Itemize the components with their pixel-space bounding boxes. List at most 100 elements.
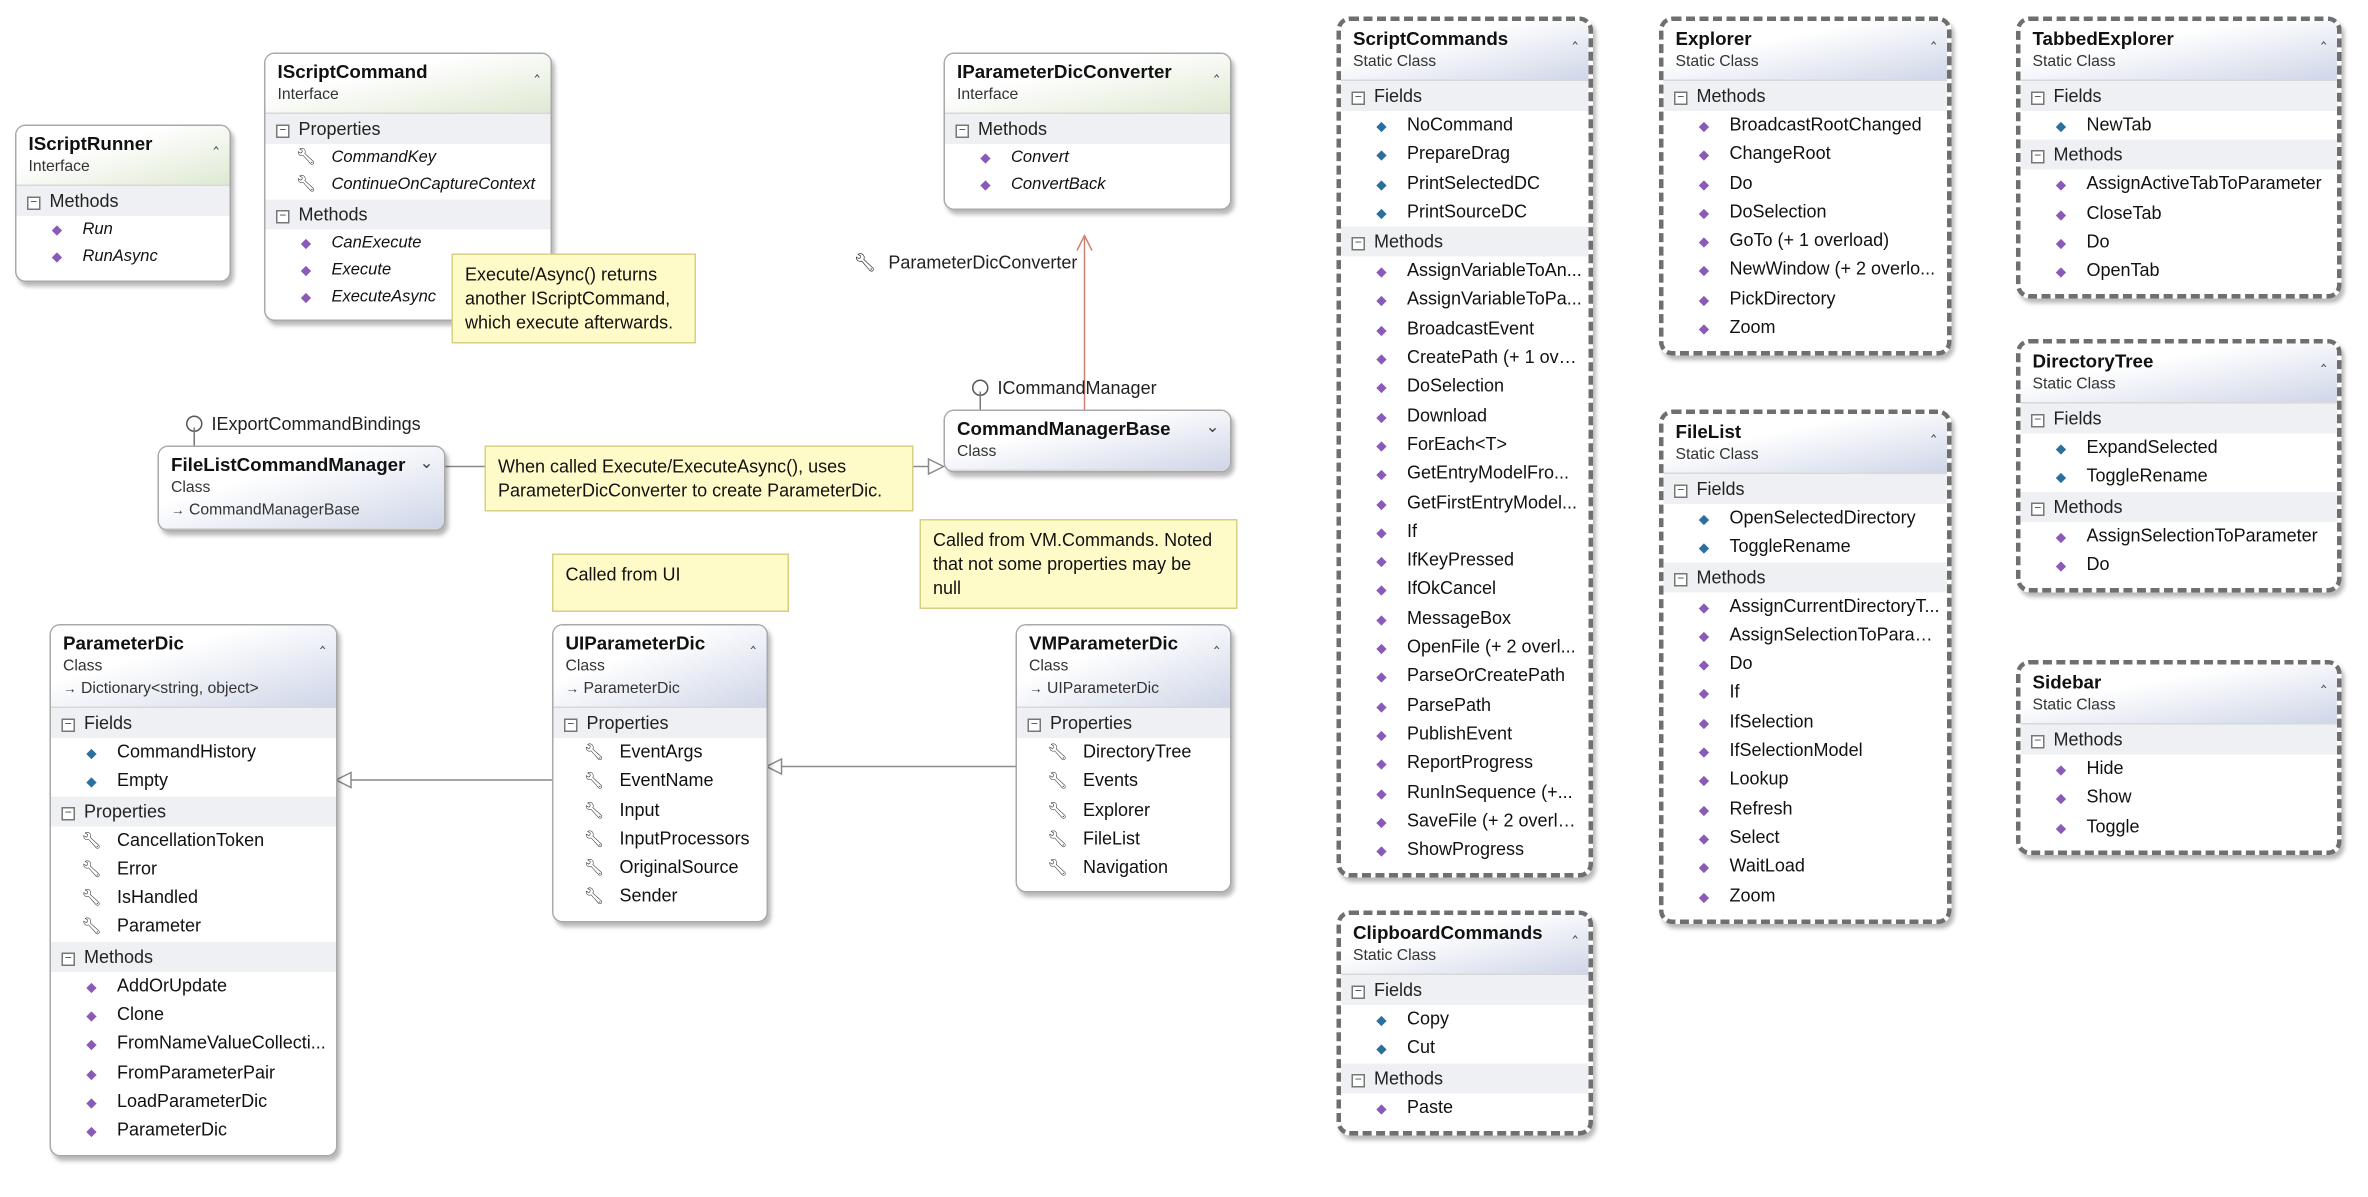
collapse-chevron-icon[interactable]: ‸ (2320, 27, 2327, 45)
member-row[interactable]: ◆Select (1664, 823, 1948, 852)
section-header-methods[interactable]: −Methods (51, 941, 336, 972)
section-header-fields[interactable]: −Fields (1341, 975, 1589, 1005)
collapse-chevron-icon[interactable]: ‸ (1572, 921, 1578, 939)
collapse-toggle-icon[interactable]: − (2031, 413, 2045, 428)
collapse-toggle-icon[interactable]: − (276, 124, 290, 138)
section-header-methods[interactable]: −Methods (1341, 1062, 1589, 1093)
member-row[interactable]: 🔧︎Explorer (1017, 796, 1230, 825)
member-row[interactable]: ◆GetFirstEntryModel... (1341, 488, 1589, 517)
collapse-toggle-icon[interactable]: − (27, 196, 41, 210)
collapse-chevron-icon[interactable]: ‸ (213, 132, 219, 150)
member-row[interactable]: ◆GetEntryModelFro... (1341, 459, 1589, 488)
member-row[interactable]: 🔧︎FileList (1017, 825, 1230, 854)
member-row[interactable]: ◆PrintSelectedDC (1341, 169, 1589, 198)
member-row[interactable]: ◆CloseTab (2021, 199, 2338, 228)
member-row[interactable]: 🔧︎Navigation (1017, 854, 1230, 892)
member-row[interactable]: ◆IfSelection (1664, 708, 1948, 737)
member-row[interactable]: ◆NewWindow (+ 2 overlo... (1664, 256, 1948, 285)
section-header-methods[interactable]: −Methods (945, 114, 1230, 144)
member-row[interactable]: ◆Empty (51, 767, 336, 796)
member-row[interactable]: ◆OpenFile (+ 2 overl... (1341, 633, 1589, 662)
collapse-chevron-icon[interactable]: ‸ (1213, 60, 1220, 78)
member-row[interactable]: 🔧︎OriginalSource (554, 854, 767, 883)
collapse-toggle-icon[interactable]: − (2031, 734, 2045, 749)
member-row[interactable]: ◆Download (1341, 402, 1589, 431)
collapse-toggle-icon[interactable]: − (1674, 484, 1688, 498)
member-row[interactable]: ◆DoSelection (1341, 373, 1589, 402)
collapse-chevron-icon[interactable]: ‸ (1213, 631, 1220, 650)
member-row[interactable]: 🔧︎CancellationToken (51, 826, 336, 855)
member-row[interactable]: 🔧︎Events (1017, 767, 1230, 796)
member-row[interactable]: ◆If (1341, 517, 1589, 546)
member-row[interactable]: ◆OpenSelectedDirectory (1664, 504, 1948, 533)
member-row[interactable]: ◆PrintSourceDC (1341, 198, 1589, 227)
member-row[interactable]: ◆CommandHistory (51, 738, 336, 767)
member-row[interactable]: ◆Do (1664, 650, 1948, 679)
member-row[interactable]: 🔧︎Input (554, 796, 767, 825)
member-row[interactable]: ◆ExecuteAsync (266, 284, 551, 320)
collapse-toggle-icon[interactable]: − (61, 718, 75, 732)
collapse-toggle-icon[interactable]: − (1027, 718, 1041, 732)
member-row[interactable]: ◆BroadcastRootChanged (1664, 111, 1948, 140)
collapse-chevron-icon[interactable]: ‸ (1572, 27, 1578, 45)
member-row[interactable]: ◆If (1664, 679, 1948, 708)
collapse-chevron-icon[interactable]: ‸ (750, 631, 756, 650)
member-row[interactable]: ◆ConvertBack (945, 171, 1230, 207)
member-row[interactable]: ◆AssignVariableToPa... (1341, 286, 1589, 315)
member-row[interactable]: ◆Execute (266, 256, 551, 283)
section-header-fields[interactable]: −Fields (2020, 81, 2337, 111)
member-row[interactable]: 🔧︎Parameter (51, 913, 336, 942)
member-row[interactable]: ◆PickDirectory (1664, 285, 1948, 314)
collapse-toggle-icon[interactable]: − (955, 124, 969, 138)
collapse-toggle-icon[interactable]: − (1351, 1073, 1365, 1087)
section-header-methods[interactable]: −Methods (2020, 724, 2337, 755)
member-row[interactable]: ◆MessageBox (1341, 604, 1589, 633)
member-row[interactable]: 🔧︎CommandKey (266, 144, 551, 171)
collapse-chevron-icon[interactable]: ‸ (1930, 27, 1937, 45)
member-row[interactable]: ◆Cut (1341, 1034, 1589, 1063)
member-row[interactable]: 🔧︎IsHandled (51, 884, 336, 913)
member-row[interactable]: ◆Paste (1341, 1093, 1589, 1131)
member-row[interactable]: ◆ParseOrCreatePath (1341, 662, 1589, 691)
collapse-chevron-icon[interactable]: ‸ (534, 60, 540, 78)
section-header-methods[interactable]: −Methods (1341, 226, 1589, 257)
member-row[interactable]: ◆ShowProgress (1341, 836, 1589, 874)
member-row[interactable]: ◆GoTo (+ 1 overload) (1664, 227, 1948, 256)
collapse-toggle-icon[interactable]: − (1351, 91, 1365, 105)
section-header-methods[interactable]: −Methods (16, 186, 230, 216)
member-row[interactable]: ◆Do (2021, 550, 2338, 588)
collapse-toggle-icon[interactable]: − (61, 951, 75, 966)
member-row[interactable]: ◆BroadcastEvent (1341, 315, 1589, 344)
member-row[interactable]: ◆RunInSequence (+... (1341, 778, 1589, 807)
member-row[interactable]: ◆Hide (2021, 755, 2338, 784)
member-row[interactable]: ◆Copy (1341, 1005, 1589, 1034)
section-header-methods[interactable]: −Methods (2020, 491, 2337, 522)
collapse-toggle-icon[interactable]: − (1674, 91, 1688, 105)
member-row[interactable]: ◆NoCommand (1341, 111, 1589, 140)
member-row[interactable]: ◆AssignSelectionToParam... (1664, 621, 1948, 650)
member-row[interactable]: ◆Run (17, 216, 230, 243)
member-row[interactable]: ◆WaitLoad (1664, 852, 1948, 881)
member-row[interactable]: 🔧︎EventName (554, 767, 767, 796)
member-row[interactable]: ◆CanExecute (266, 229, 551, 256)
section-header-fields[interactable]: −Fields (1341, 81, 1589, 111)
collapse-chevron-icon[interactable]: ‸ (2320, 670, 2327, 689)
execute-call-comment-note[interactable]: When called Execute/ExecuteAsync(), uses… (484, 445, 914, 512)
member-row[interactable]: ◆ChangeRoot (1664, 140, 1948, 169)
member-row[interactable]: ◆SaveFile (+ 2 overlo... (1341, 807, 1589, 836)
execute-comment-note[interactable]: Execute/Async() returns another IScriptC… (451, 253, 696, 344)
